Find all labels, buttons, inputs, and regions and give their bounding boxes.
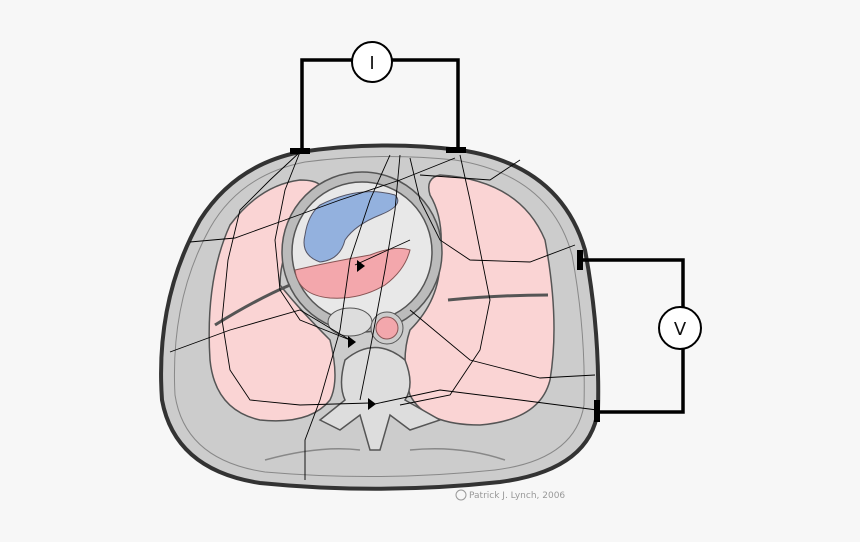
electrode — [577, 250, 583, 270]
current-wire — [300, 58, 352, 152]
arrow-marker — [348, 336, 356, 348]
credit-text: Patrick J. Lynch, 2006 — [469, 491, 565, 501]
electrode — [446, 147, 466, 153]
left-ventricle — [294, 247, 411, 299]
creative-commons-icon — [455, 489, 467, 501]
current-circuit: I — [290, 41, 466, 154]
credit: Patrick J. Lynch, 2006 — [455, 489, 565, 501]
current-paths — [169, 151, 598, 480]
ammeter — [351, 41, 393, 83]
thorax-cross-section — [159, 143, 601, 491]
esophagus — [327, 307, 373, 337]
electrode — [290, 148, 310, 154]
voltage-wire — [580, 258, 685, 307]
back-muscle-line — [264, 448, 506, 461]
vertebra — [318, 346, 442, 451]
rib-line — [447, 293, 549, 302]
arrow-marker — [368, 398, 376, 410]
voltage-circuit: V — [577, 250, 702, 422]
current-wire — [392, 58, 460, 152]
aorta-lumen — [375, 316, 399, 340]
body-inner-line — [173, 155, 585, 478]
right-ventricle — [303, 191, 399, 263]
voltmeter — [658, 306, 702, 350]
voltmeter-label: V — [674, 319, 687, 340]
electrode — [594, 400, 600, 422]
arrow-marker — [357, 260, 365, 272]
rib-line — [214, 283, 291, 327]
ammeter-label: I — [369, 53, 374, 74]
voltage-wire — [597, 349, 685, 414]
